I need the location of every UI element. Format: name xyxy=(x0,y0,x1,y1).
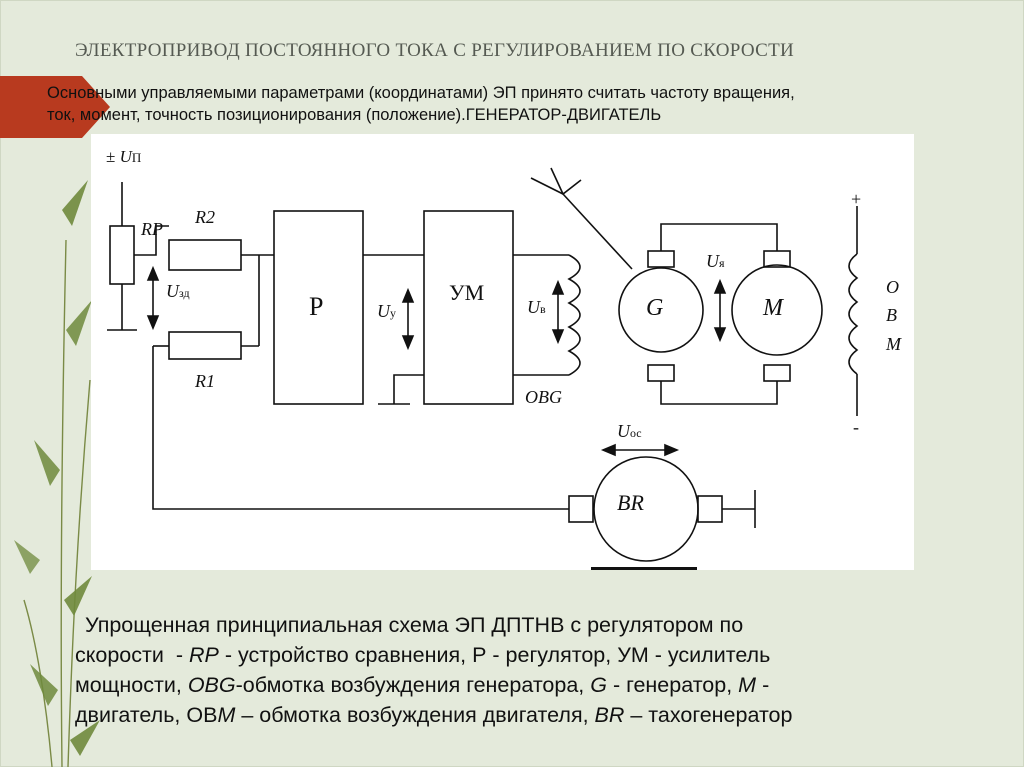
caption-line-4: двигатель, ОВM – обмотка возбуждения дви… xyxy=(75,703,793,727)
br-label: BR xyxy=(617,490,644,515)
uzd-label: Uзд xyxy=(166,281,190,301)
caption: Упрощенная принципиальная схема ЭП ДПТНВ… xyxy=(75,610,975,730)
obg-label: OBG xyxy=(525,387,562,407)
generator-circle xyxy=(618,267,704,353)
circuit-diagram: ± UП RP R2 R1 Uзд Р Uу УМ Uв OBG G M Uя … xyxy=(91,134,914,570)
uya-label: Uя xyxy=(706,251,725,271)
subtitle-line-1: Основными управляемыми параметрами (коор… xyxy=(47,84,795,102)
circuit-wiring xyxy=(107,167,859,570)
um-amplifier-box xyxy=(423,210,514,405)
br-circle xyxy=(593,456,699,562)
r1-resistor xyxy=(168,331,242,360)
uos-label: Uос xyxy=(617,421,642,441)
obg-winding xyxy=(567,254,581,376)
supply-label: ± UП xyxy=(106,147,142,166)
caption-line-3: мощности, OBG-обмотка возбуждения генера… xyxy=(75,673,770,697)
minus-sign: - xyxy=(853,417,859,437)
rp-label: RP xyxy=(141,219,163,239)
r2-label: R2 xyxy=(195,207,215,227)
accent-tab xyxy=(0,76,110,138)
plus-sign: + xyxy=(851,189,862,209)
ovm-letter-v: В xyxy=(886,305,897,325)
m-label: M xyxy=(763,295,783,321)
p-box-label: Р xyxy=(309,292,324,321)
ovm-letter-m: М xyxy=(886,334,901,354)
subtitle: Основными управляемыми параметрами (коор… xyxy=(47,82,977,126)
decorative-leaf-stems xyxy=(23,239,91,767)
caption-line-1: Упрощенная принципиальная схема ЭП ДПТНВ… xyxy=(85,613,744,637)
p-regulator-box xyxy=(273,210,364,405)
um-box-label: УМ xyxy=(449,280,485,305)
r1-label: R1 xyxy=(195,371,215,391)
ovm-letter-o: О xyxy=(886,277,899,297)
g-label: G xyxy=(646,295,664,321)
caption-line-2: скорости - RP - устройство сравнения, Р … xyxy=(75,643,771,667)
uy-label: Uу xyxy=(377,301,396,321)
decorative-leaf-triangles xyxy=(14,180,100,756)
slide-title: ЭЛЕКТРОПРИВОД ПОСТОЯННОГО ТОКА С РЕГУЛИР… xyxy=(75,40,795,61)
subtitle-line-2: ток, момент, точность позиционирования (… xyxy=(47,106,662,124)
ovm-winding xyxy=(848,253,859,375)
motor-circle xyxy=(731,264,823,356)
rp-potentiometer xyxy=(109,225,135,285)
uv-label: Uв xyxy=(527,297,546,317)
r2-resistor xyxy=(168,239,242,271)
